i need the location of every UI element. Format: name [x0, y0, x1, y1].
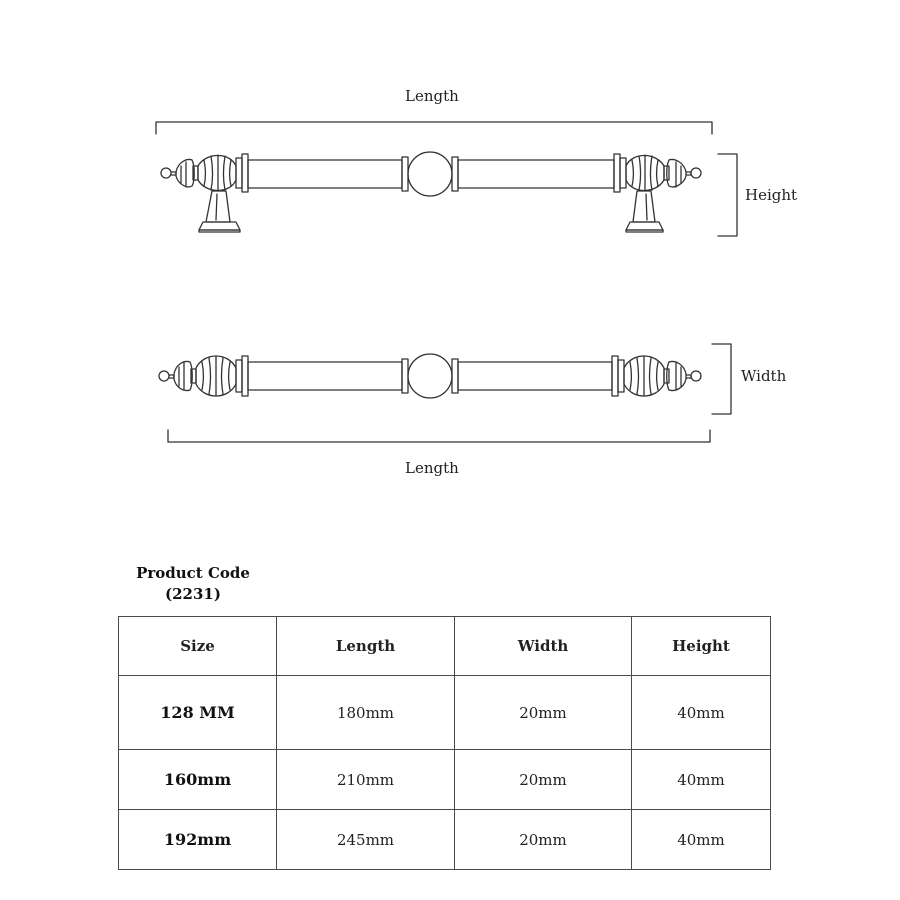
product-code-title: Product Code — [136, 564, 250, 582]
left-bar-front — [247, 159, 403, 189]
bottom-length-label: Length — [405, 459, 459, 477]
handle-front-view — [155, 121, 738, 237]
length-dimension-bracket-bottom — [167, 429, 711, 443]
handle-top-view — [158, 343, 732, 443]
right-bar-top — [457, 361, 613, 391]
header-height: Height — [631, 616, 771, 676]
product-code-heading: Product Code (2231) — [118, 563, 268, 605]
cell-size: 128 MM — [118, 675, 277, 750]
center-ball-front — [407, 151, 453, 197]
left-bar-top — [247, 361, 403, 391]
right-finial-front — [613, 153, 702, 233]
cell-length: 245mm — [276, 809, 455, 870]
product-code-value: (2231) — [165, 585, 221, 603]
cell-width: 20mm — [454, 749, 632, 810]
width-label: Width — [741, 367, 787, 385]
cell-size: 192mm — [118, 809, 277, 870]
cell-length: 210mm — [276, 749, 455, 810]
height-label: Height — [745, 186, 798, 204]
table-row: 160mm 210mm 20mm 40mm — [118, 749, 771, 810]
header-width: Width — [454, 616, 632, 676]
cell-height: 40mm — [631, 809, 771, 870]
length-dimension-bracket-top — [155, 121, 713, 135]
width-dimension-bracket — [711, 343, 732, 415]
cell-height: 40mm — [631, 749, 771, 810]
height-dimension-bracket — [717, 153, 738, 237]
right-finial-top — [611, 355, 702, 397]
header-size: Size — [118, 616, 277, 676]
table-row: 128 MM 180mm 20mm 40mm — [118, 675, 771, 750]
cell-length: 180mm — [276, 675, 455, 750]
cell-size: 160mm — [118, 749, 277, 810]
handle-drawing — [155, 121, 738, 443]
cell-width: 20mm — [454, 809, 632, 870]
cell-width: 20mm — [454, 675, 632, 750]
left-finial-top — [158, 355, 249, 397]
header-length: Length — [276, 616, 455, 676]
left-finial-front — [160, 153, 249, 233]
center-ball-top — [407, 353, 453, 399]
cell-height: 40mm — [631, 675, 771, 750]
size-specification-table: Size Length Width Height 128 MM 180mm 20… — [118, 616, 771, 870]
right-bar-front — [457, 159, 615, 189]
top-length-label: Length — [405, 87, 459, 105]
table-header-row: Size Length Width Height — [118, 616, 771, 676]
table-row: 192mm 245mm 20mm 40mm — [118, 809, 771, 870]
